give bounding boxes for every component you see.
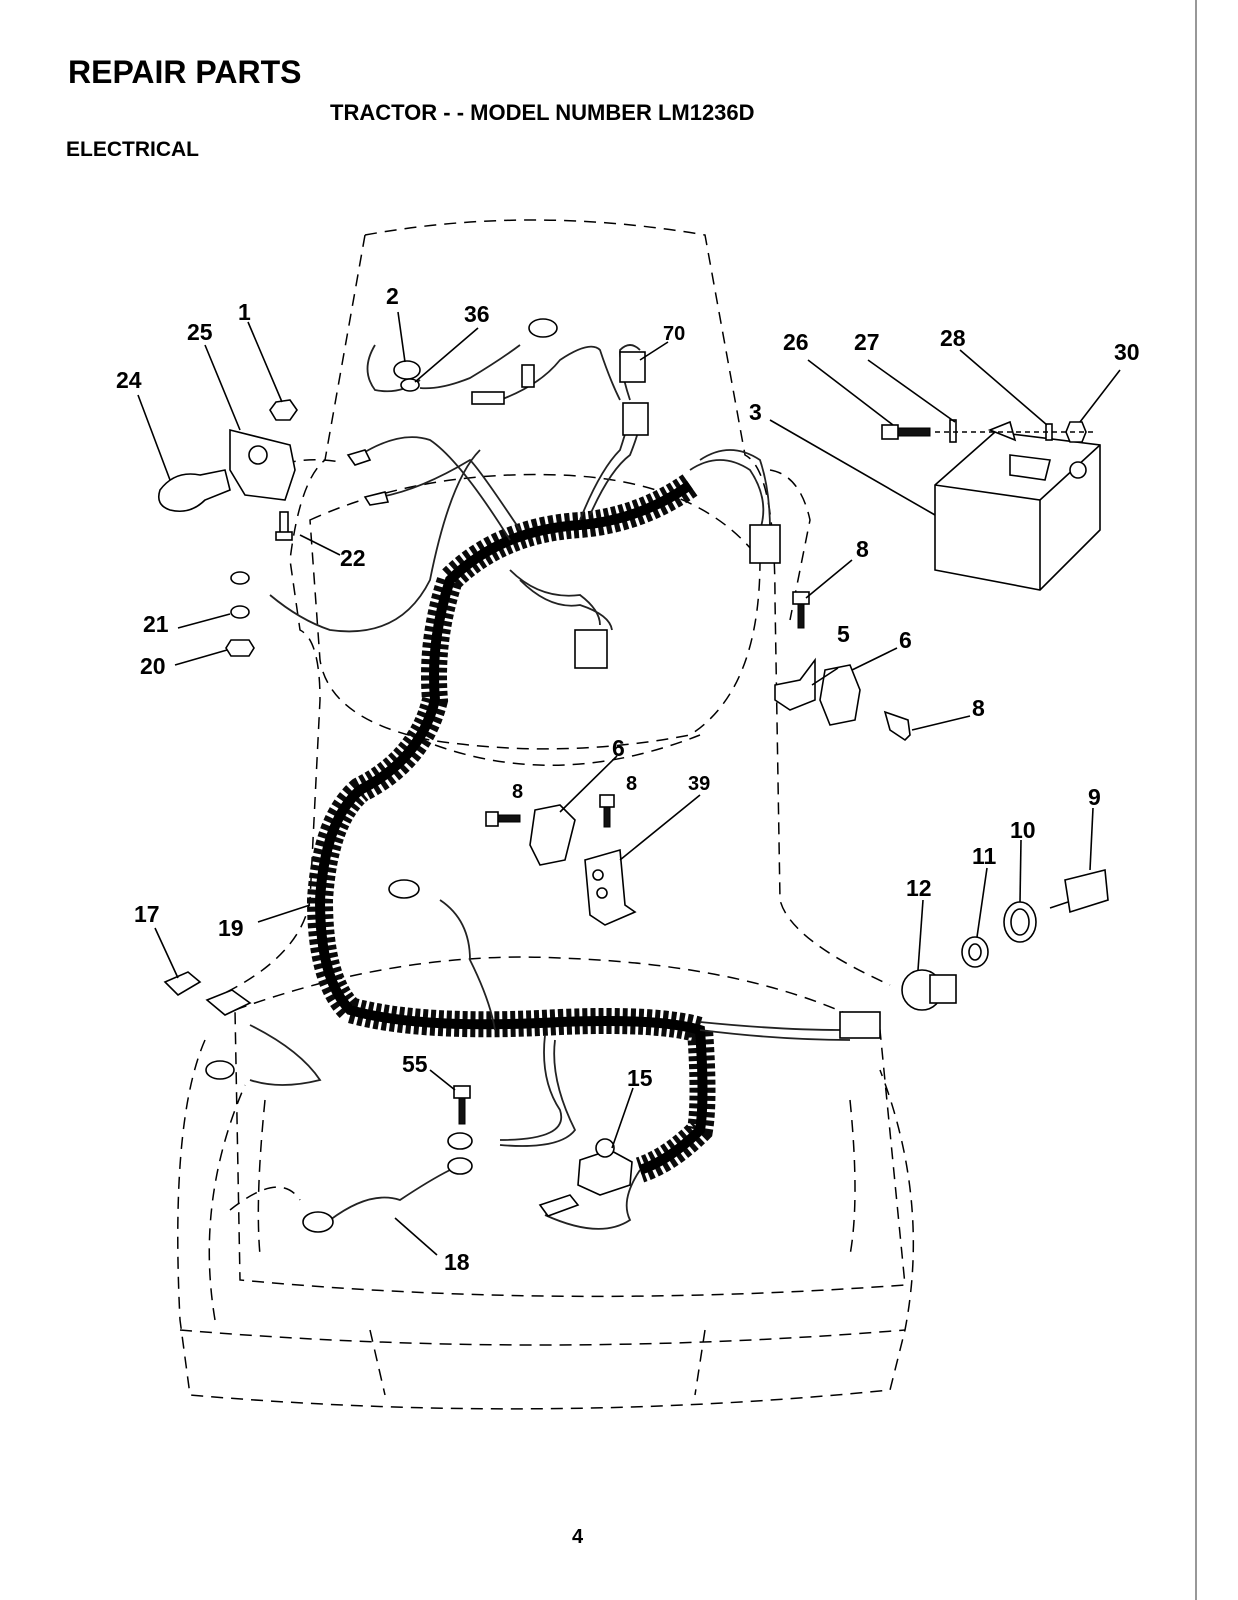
callout-28: 28: [940, 325, 966, 351]
callout-6-upper: 6: [899, 627, 912, 653]
callout-25: 25: [187, 319, 213, 345]
bolt-part-8: [599, 794, 615, 808]
callout-8-upper: 8: [856, 536, 869, 562]
fuse-part-17: [163, 971, 202, 997]
section-heading: ELECTRICAL: [66, 138, 199, 161]
connector: [574, 629, 608, 669]
callout-1: 1: [238, 299, 251, 325]
switch-part-6: [819, 664, 861, 726]
callout-8-left: 8: [512, 781, 523, 803]
connector: [471, 391, 505, 405]
ring-terminal: [388, 879, 420, 899]
callout-21: 21: [143, 611, 169, 637]
callout-10: 10: [1010, 817, 1036, 843]
callout-55: 55: [402, 1051, 428, 1077]
connector: [749, 524, 781, 564]
callout-24: 24: [116, 367, 142, 393]
bolt-part-8: [485, 811, 499, 827]
starter-solenoid-part-25: [229, 428, 296, 501]
callout-36: 36: [464, 301, 490, 327]
callout-19: 19: [218, 915, 244, 941]
callout-8-right: 8: [972, 695, 985, 721]
page-title: REPAIR PARTS: [68, 54, 302, 90]
callout-15: 15: [627, 1065, 653, 1091]
callout-12: 12: [906, 875, 932, 901]
bracket-part-39: [584, 848, 637, 926]
lock-washer-part-21: [230, 605, 250, 619]
callout-39: 39: [688, 773, 710, 795]
harness-wires: [249, 344, 851, 1230]
ring-terminal: [447, 1132, 473, 1150]
key-part-9: [1064, 868, 1109, 914]
connector: [538, 1194, 580, 1217]
terminal-boot-part-24: [157, 469, 231, 513]
connector-part-70: [619, 351, 646, 383]
callout-20: 20: [140, 653, 166, 679]
fuse-holder: [205, 989, 252, 1016]
bolt-shank: [897, 427, 931, 437]
callout-9: 9: [1088, 784, 1101, 810]
tractor-outline: [177, 219, 915, 1410]
hex-nut-part-1: [269, 399, 298, 421]
callout-30: 30: [1114, 339, 1140, 365]
connector: [839, 1011, 881, 1039]
callout-26: 26: [783, 329, 809, 355]
callout-2: 2: [386, 283, 399, 309]
ring-terminal-part-2: [393, 360, 421, 380]
callout-5: 5: [837, 621, 850, 647]
ring-terminal: [230, 571, 250, 585]
connector: [622, 402, 649, 436]
leader-lines: [137, 311, 1121, 1256]
callout-17: 17: [134, 901, 160, 927]
ring-terminal: [528, 318, 558, 338]
ring-terminal: [302, 1211, 334, 1233]
page-number: 4: [572, 1526, 584, 1548]
bolt-head-part-26: [881, 424, 899, 440]
washer-part-27: [949, 419, 957, 443]
bracket-part-5: [774, 657, 816, 711]
callout-18: 18: [444, 1249, 470, 1275]
connector-pin: [521, 364, 535, 388]
callout-22: 22: [340, 545, 366, 571]
ring-terminal: [447, 1157, 473, 1175]
switch-part-6: [529, 804, 576, 866]
hex-nut-part-20: [225, 639, 255, 657]
callout-6-lower: 6: [612, 735, 625, 761]
bolt-part-8: [883, 710, 911, 742]
model-subtitle: TRACTOR - - MODEL NUMBER LM1236D: [330, 100, 755, 125]
ring-terminal: [205, 1060, 235, 1080]
screw-part-22: [279, 511, 289, 535]
parts: [157, 318, 1109, 1233]
callout-70: 70: [663, 323, 685, 345]
callout-3: 3: [749, 399, 762, 425]
callout-27: 27: [854, 329, 880, 355]
callout-8-center: 8: [626, 773, 637, 795]
callout-11: 11: [972, 843, 997, 869]
star-washer-part-36: [400, 378, 420, 392]
callout-labels: 1 2 3 5 6 6 8 8 8 8 9 10 11 12 15 17 18 …: [116, 283, 1140, 1275]
bolt-part-55: [453, 1085, 471, 1099]
